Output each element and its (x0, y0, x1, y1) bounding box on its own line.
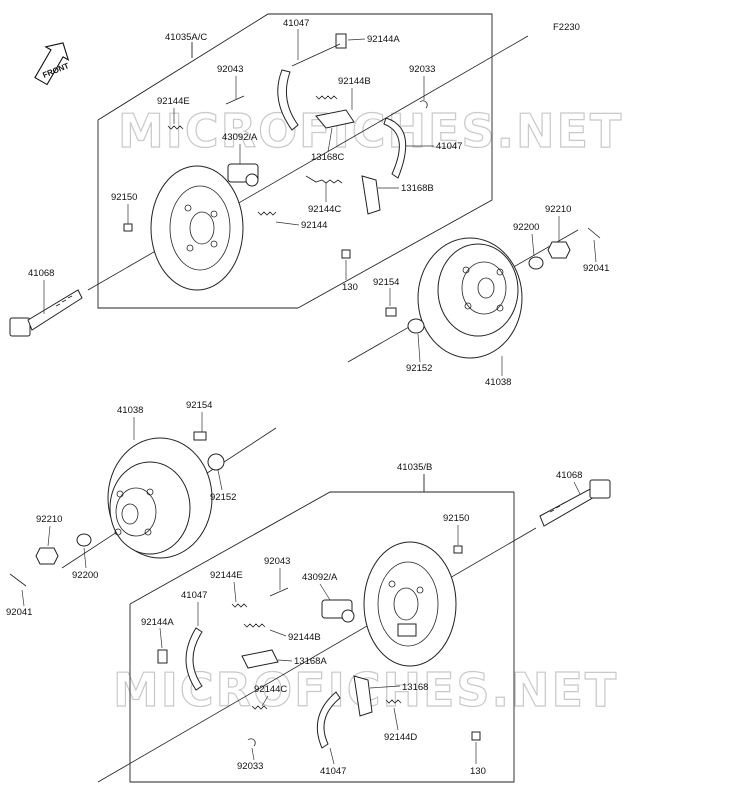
upper-lever-c (315, 109, 355, 129)
lower-backing-plate (363, 541, 457, 667)
callout-upper-lever-c: 13168C (311, 152, 344, 163)
callout-lower-lever: 13168 (402, 682, 428, 693)
upper-axle (9, 289, 83, 337)
callout-lower-shoe-a: 41047 (181, 590, 207, 601)
callout-lower-clip: 92033 (237, 761, 263, 772)
callout-lower-shoe-b: 41047 (320, 766, 346, 777)
lower-screw (471, 731, 481, 741)
callout-upper-spring: 92144 (301, 220, 327, 231)
callout-lower-drum: 41038 (117, 405, 143, 416)
callout-lower-spring-e: 92144E (210, 570, 243, 581)
callout-upper-spring-a: 92144A (367, 34, 400, 45)
callout-lower-stud: 92154 (186, 400, 212, 411)
upper-spring-c (305, 175, 343, 184)
upper-wheel-cylinder (227, 163, 259, 187)
callout-upper-screw: 130 (342, 282, 358, 293)
upper-backing-plate (150, 165, 244, 291)
watermark-upper: MICROFICHES.NET (118, 104, 623, 158)
upper-cotter (587, 227, 601, 239)
callout-lower-seal: 92152 (210, 492, 236, 503)
callout-upper-clip: 92033 (409, 64, 435, 75)
callout-lower-spring-b: 92144B (288, 632, 321, 643)
callout-upper-cylinder: 43092/A (222, 132, 258, 143)
lower-pin (269, 587, 289, 597)
upper-nut (547, 241, 571, 259)
callout-upper-lever-b: 13168B (401, 183, 434, 194)
callout-lower-pin: 92043 (264, 556, 290, 567)
upper-clip (419, 100, 428, 109)
upper-spring-e (167, 125, 184, 130)
upper-brake-shoe-a (277, 69, 299, 131)
lower-clip (247, 738, 256, 747)
front-arrow-icon (34, 42, 70, 86)
callout-lower-spring-a: 92144A (141, 617, 174, 628)
lower-cotter (9, 573, 27, 587)
lower-brake-shoe-a (185, 627, 203, 691)
callout-upper-shoe-b: 41047 (436, 141, 462, 152)
upper-spring-b (315, 95, 338, 100)
upper-group-frame (97, 13, 493, 309)
callout-lower-washer: 92200 (72, 570, 98, 581)
lower-spring-e (231, 603, 248, 608)
lower-spring-d (385, 699, 402, 704)
lower-nut (35, 547, 59, 565)
upper-brake-shoe-b (383, 117, 407, 179)
callout-upper-washer: 92200 (513, 222, 539, 233)
callout-upper-shoe-a: 41047 (283, 18, 309, 29)
lower-spring-c (251, 705, 268, 710)
callout-lower-screw: 130 (470, 766, 486, 777)
callout-upper-spring-e: 92144E (157, 96, 190, 107)
callout-upper-bolt: 92150 (111, 192, 137, 203)
lower-spring-b (243, 623, 266, 628)
lower-stud (193, 431, 207, 441)
figure-code: F2230 (553, 22, 580, 33)
lower-seal (207, 453, 225, 471)
callout-upper-pin: 92043 (217, 64, 243, 75)
callout-upper-axle: 41068 (28, 268, 54, 279)
callout-upper-spring-c: 92144C (308, 204, 341, 215)
lower-group-label: 41035/B (397, 462, 432, 473)
callout-upper-spring-b: 92144B (338, 76, 371, 87)
upper-screw (341, 249, 351, 259)
callout-upper-seal: 92152 (406, 363, 432, 374)
callout-lower-cotter: 92041 (6, 607, 32, 618)
lower-callouts: 41038 92154 92152 92210 92200 92041 4106… (6, 400, 582, 777)
callout-upper-drum: 41038 (485, 377, 511, 388)
callout-lower-bolt: 92150 (443, 513, 469, 524)
lower-lever (353, 675, 373, 717)
callout-upper-stud: 92154 (373, 277, 399, 288)
upper-brake-drum (417, 237, 523, 359)
lower-group-frame (129, 474, 515, 783)
upper-spring-a-clip (335, 33, 347, 49)
callout-lower-cylinder: 43092/A (302, 572, 338, 583)
upper-lever-b (361, 175, 381, 215)
upper-group-label: 41035A/C (165, 32, 207, 43)
callout-lower-axle: 41068 (556, 470, 582, 481)
lower-brake-shoe-b (316, 691, 341, 749)
lower-brake-drum (107, 437, 213, 559)
upper-bolt (123, 223, 133, 232)
lower-bolt (453, 545, 463, 554)
upper-pin (225, 95, 245, 105)
upper-callouts: 41047 92144A 92043 92144B 92033 92144E 4… (28, 18, 609, 388)
lower-wheel-cylinder (321, 599, 355, 623)
callout-upper-nut: 92210 (545, 204, 571, 215)
callout-lower-nut: 92210 (36, 514, 62, 525)
lower-axle (539, 479, 611, 527)
callout-lower-lever-a: 13168A (294, 656, 327, 667)
lower-spring-a-clip (157, 649, 168, 664)
upper-seal (407, 318, 425, 334)
callout-lower-spring-d: 92144D (384, 732, 417, 743)
upper-washer (528, 256, 544, 270)
lower-washer (76, 533, 92, 547)
lower-axis-line-2 (97, 527, 537, 783)
lower-lever-a (241, 649, 279, 669)
callout-upper-cotter: 92041 (583, 263, 609, 274)
callout-lower-spring-c: 92144C (254, 684, 287, 695)
upper-spring (257, 211, 277, 216)
upper-stud (385, 307, 397, 317)
